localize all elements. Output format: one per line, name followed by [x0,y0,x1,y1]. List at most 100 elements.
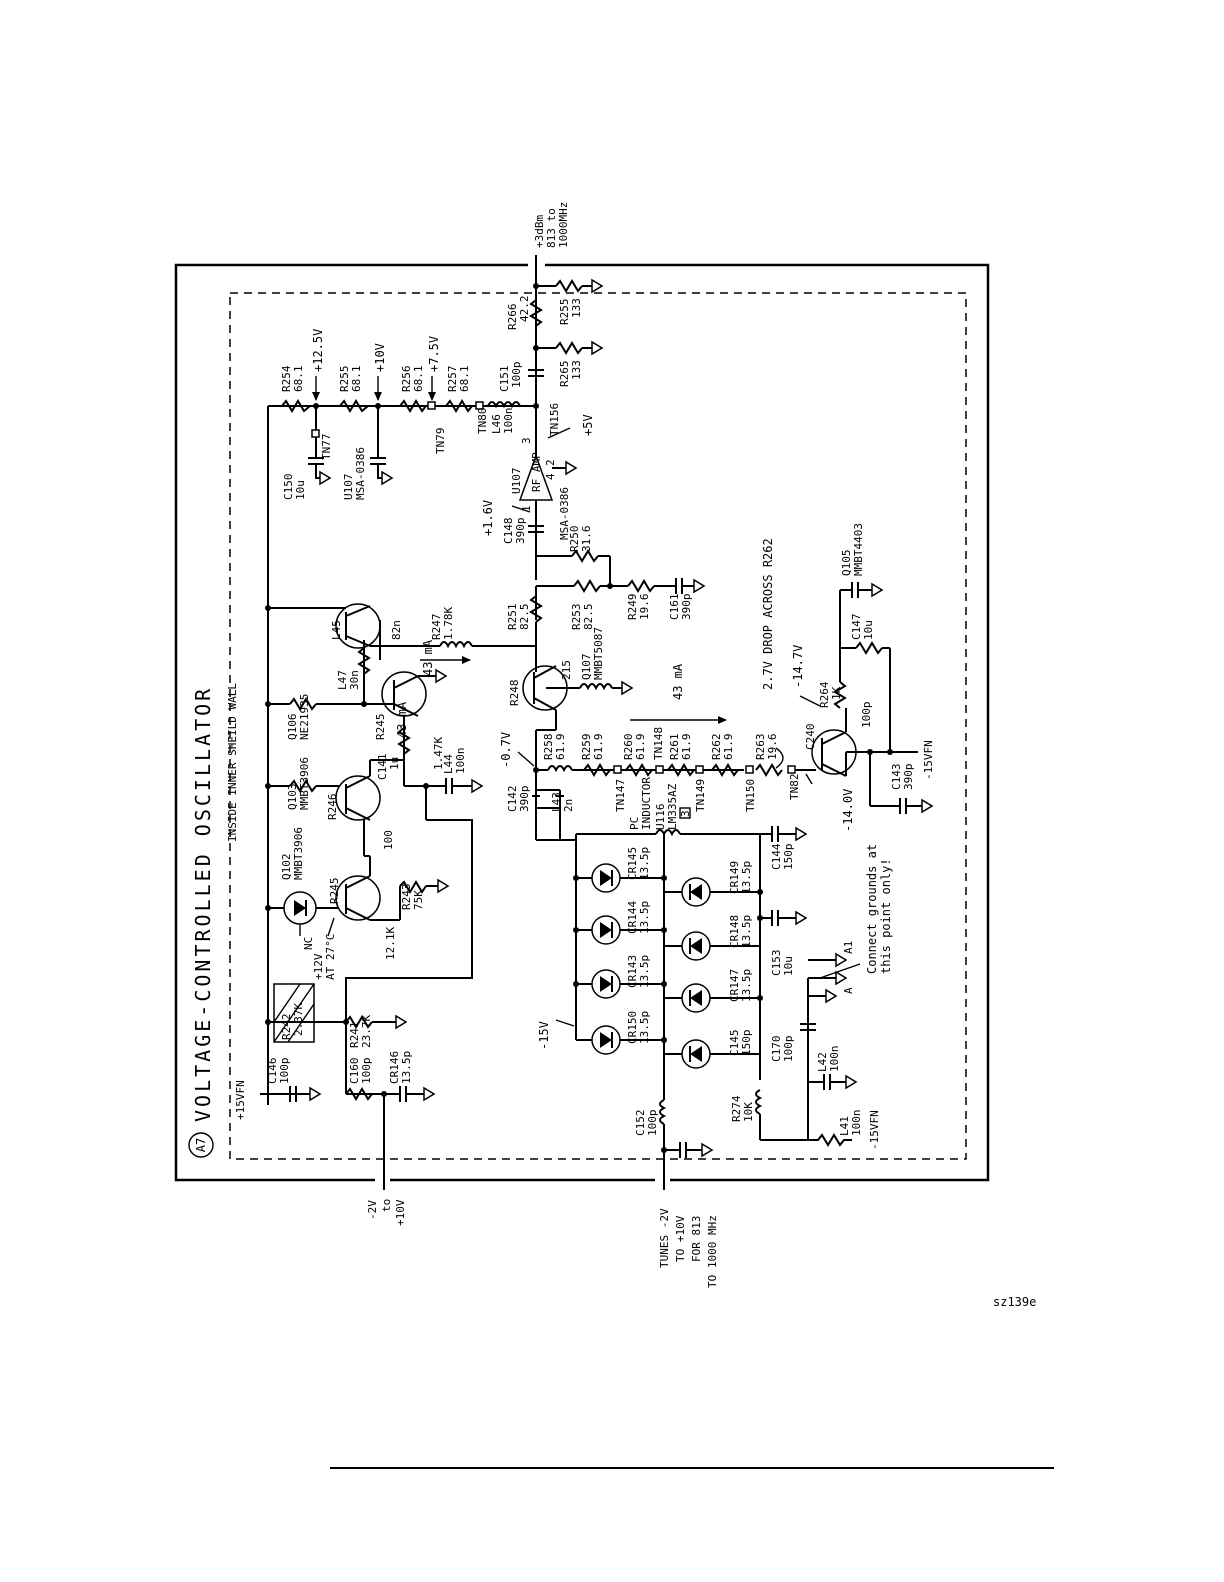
c240-value: 390p [902,764,915,791]
pin-2: 2 [544,459,557,466]
r259-ref: R260 [622,734,635,761]
supply-neg-q105: -15VFN [922,740,935,780]
cr145-ref: CR144 [626,901,639,934]
v-neg-14v0: -14.0V [841,789,855,832]
resonator-coupling: C142 390p L43 2n PC INDUCTOR U116 LM335A… [506,777,808,870]
figure-id: sz139e [993,1295,1036,1309]
r274-value: 100n [850,1110,863,1137]
cr148-ref: CR147 [728,969,741,1002]
r249-ref: R249 [626,594,639,621]
inner-shield-wall [229,292,967,1160]
q107-part: 1.47K [432,737,445,770]
c160-ref: C146 [266,1058,279,1085]
r263-ref: R264 [818,681,831,708]
u116-ref: Q102 [280,854,293,881]
pc-inductor-line2: INDUCTOR [640,777,653,830]
r263-value: 1K [830,686,843,700]
r254-ref: R254 [280,365,293,392]
c170-value: 100n [828,1046,841,1073]
c145-ref: C144 [770,843,783,870]
r260-ref: R261 [668,734,681,761]
r260-value: 61.9 [680,734,693,761]
u107-part: MSA-0386 [558,487,571,540]
ground-and-bypass: A C170 100p L42 100n L41 100n -15VFN A1 … [770,844,893,1150]
rf-amplifier-u107: RF AMP U107 MSA-0386 2 4 3 1 TN156 +5V +… [481,403,611,586]
page-title: VOLTAGE-CONTROLLED OSCILLATOR [191,686,215,1122]
c160-value: 100p [278,1058,291,1085]
ground-a: A [842,987,855,994]
r249-value: 19.6 [638,594,651,621]
q106-part: 215 [560,660,573,680]
c161-ref: C161 [668,594,681,621]
rail-7v5: +7.5V [427,336,441,372]
cr149-ref: CR148 [728,915,741,948]
v-neg-14v7: -14.7V [791,645,805,688]
tn147: TN147 [614,779,627,812]
q106-ref: R248 [508,680,521,707]
cr146-value: 13.5p [638,847,651,880]
q105-ref: C240 [804,724,817,751]
r267-ref: R255 [558,299,571,326]
output-range-1: 813 to [545,208,558,248]
cr147-value: 150p [740,1030,753,1057]
r254-value: 68.1 [292,366,305,393]
current-q104: 43 mA [421,639,435,676]
r248-value: 30n [348,670,361,690]
l45-value: 1.78K [442,607,455,640]
r242-ref: R241 [348,1022,361,1049]
l42-value: 10K [742,1102,755,1122]
supply-neg-r274: -15VFN [868,1110,881,1150]
l44-value: 61.9 [554,734,567,761]
tn156: TN156 [548,403,561,436]
r245b-ref: R243 [400,884,413,911]
q104-part: 82n [390,620,403,640]
c143-value: 390p [518,786,531,813]
tune-input-4: TO 1000 MHz [706,1215,719,1288]
r267-value: 133 [570,298,583,318]
tn148: TN148 [652,727,665,760]
q104-ref: L45 [330,620,343,640]
l47-ref: Q107 [580,654,593,681]
r266-value: 42.2 [518,296,531,323]
cr145-value: 13.5p [638,901,651,934]
l41-ref: C152 [634,1110,647,1137]
r264-value: 10u [862,620,875,640]
c150-value: MSA-0386 [354,447,367,500]
cr147-ref: C145 [728,1030,741,1057]
l43-ref: U116 [654,804,667,831]
r245-value: MMBT3906 [298,757,311,810]
l47-value: MMBT5087 [592,627,605,680]
pc-inductor-line1: PC [628,817,641,830]
r266-ref: R266 [506,304,519,331]
tn79: TN79 [434,428,447,455]
r253-ref: R253 [570,604,583,631]
r261-value: 61.9 [722,734,735,761]
r250-value: 31.6 [580,526,593,553]
shield-note: INSIDE INNER SHEILD WALL [226,683,239,842]
left-input-1: -2V [366,1200,379,1220]
r265-ref: R265 [558,361,571,388]
cr143-ref: CR150 [626,1011,639,1044]
rail-10v: +10V [373,343,387,372]
r264-ref: C147 [850,614,863,641]
tn149: TN149 [694,779,707,812]
tune-input-network: C152 100p TUNES -2V TO +10V FOR 813 TO 1… [634,1099,719,1288]
left-input-network: C146 100p +15VFN C160 100p CR146 13.5p -… [234,1051,436,1226]
c150-ref: U107 [342,474,355,501]
r243-ref: R242 [280,1014,293,1041]
nc-label: NC [302,937,315,950]
cr146-ref: CR145 [626,847,639,880]
pin-4: 4 [544,473,557,480]
l43-value: LM335AZ [666,783,679,830]
emitter-bias-chain: R258 61.9 R259 61.9 R260 61.9 TN148 R261… [499,538,855,832]
c240-ref: C143 [890,764,903,791]
c141-value: 100n [454,748,467,775]
tn82: TN82 [788,774,801,801]
cr149-value: 13.5p [740,915,753,948]
r251-value: 82.5 [518,604,531,631]
q102-part: 12.1K [384,927,397,960]
cr143-value: 13.5p [638,1011,651,1044]
c153-ref: C170 [770,1036,783,1063]
c151-value: 100p [510,362,523,389]
c144-ref: C153 [770,950,783,977]
